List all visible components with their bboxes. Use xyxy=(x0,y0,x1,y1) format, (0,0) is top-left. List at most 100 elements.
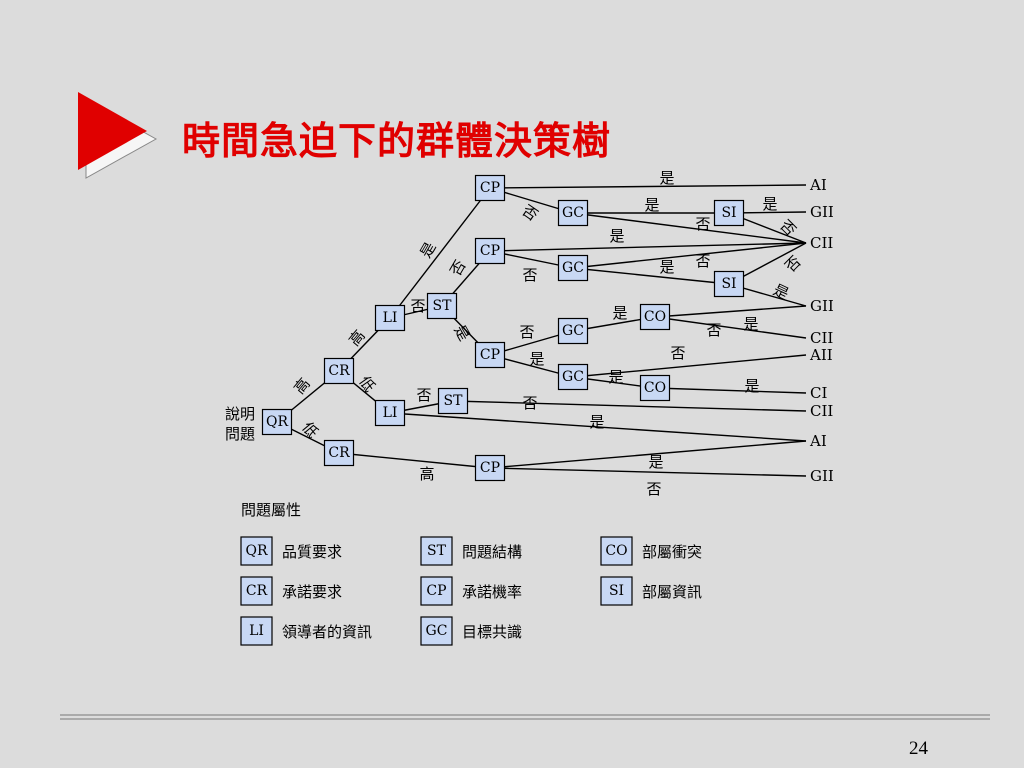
legend-code: CO xyxy=(605,543,627,559)
outcome-o5: CII xyxy=(810,329,833,347)
legend-desc: 目標共識 xyxy=(462,623,522,641)
node-box xyxy=(323,357,355,385)
node-box xyxy=(557,199,589,227)
node-co2: CO xyxy=(639,374,671,402)
edge-label-gc1_si1: 是 xyxy=(644,196,659,214)
legend-box xyxy=(600,576,633,606)
legend-heading: 問題屬性 xyxy=(241,501,301,519)
node-label: ST xyxy=(444,393,464,409)
node-box xyxy=(713,270,745,298)
legend-desc: 問題結構 xyxy=(462,543,522,561)
edge-label-st2_cii: 否 xyxy=(522,394,537,412)
node-box xyxy=(374,399,406,427)
node-box xyxy=(474,237,506,265)
node-cp3: CP xyxy=(474,341,506,369)
node-cp2: CP xyxy=(474,237,506,265)
node-label: SI xyxy=(721,276,736,292)
node-label: CP xyxy=(480,347,500,363)
node-label: CP xyxy=(480,243,500,259)
legend-desc: 承諾機率 xyxy=(462,583,522,601)
edge-cp1_ai xyxy=(489,184,807,189)
edge-gc4_aii xyxy=(572,354,807,378)
legend-desc: 部屬衝突 xyxy=(642,543,702,561)
node-box xyxy=(557,254,589,282)
edge-cp4_gii xyxy=(489,467,807,477)
node-si1: SI xyxy=(713,199,745,227)
node-gc2: GC xyxy=(557,254,589,282)
node-box xyxy=(261,408,293,436)
legend-desc: 品質要求 xyxy=(282,543,342,561)
outcome-o1: AI xyxy=(809,176,827,194)
decision-tree: 高低高低否是否是否是否是否是否是否是否是否是否否是是是否是是否高是否QRCRCR… xyxy=(225,169,834,498)
edge-cr2_cp4 xyxy=(338,452,491,469)
edge-st2_cii xyxy=(452,400,807,412)
node-label: GC xyxy=(562,369,584,385)
node-cp1: CP xyxy=(474,174,506,202)
node-st2: ST xyxy=(437,387,469,415)
node-box xyxy=(474,174,506,202)
root-caption-line2: 問題 xyxy=(225,425,255,443)
edge-label-gc1_cii: 否 xyxy=(695,215,710,233)
edge-label-gc4_aii: 否 xyxy=(670,344,685,362)
legend-code: ST xyxy=(427,543,447,559)
node-gc1: GC xyxy=(557,199,589,227)
legend-item-co: CO 部屬衝突 xyxy=(600,536,702,566)
node-qr: QR xyxy=(261,408,293,436)
node-box xyxy=(557,363,589,391)
node-label: CR xyxy=(328,363,350,379)
legend-box xyxy=(240,576,273,606)
outcome-o8: CII xyxy=(810,402,833,420)
legend-item-qr: QR 品質要求 xyxy=(240,536,342,566)
edge-label-qr_cr2: 低 xyxy=(298,418,321,441)
page-number: 24 xyxy=(909,738,928,759)
legend-box xyxy=(600,536,633,566)
node-box xyxy=(426,292,458,320)
edge-label-si2_cii: 否 xyxy=(781,252,804,275)
node-label: CO xyxy=(644,380,666,396)
edge-label-li1_st1: 否 xyxy=(410,297,425,315)
outcome-o7: CI xyxy=(810,384,827,402)
edge-label-si1_cii: 否 xyxy=(776,216,799,239)
edge-co1_gii xyxy=(654,305,807,318)
edge-label-cr1_li1: 高 xyxy=(345,326,368,349)
edge-label-cp2_gc2: 否 xyxy=(522,266,537,284)
node-label: ST xyxy=(433,298,453,314)
page-title: 時間急迫下的群體決策樹 xyxy=(182,119,612,163)
legend-code: QR xyxy=(245,543,267,559)
title-bullet-icon xyxy=(78,92,158,179)
node-box xyxy=(437,387,469,415)
node-gc4: GC xyxy=(557,363,589,391)
node-label: SI xyxy=(721,205,736,221)
node-label: QR xyxy=(266,414,288,430)
outcome-o2: GII xyxy=(810,203,834,221)
node-cp4: CP xyxy=(474,454,506,482)
edge-label-cp4_ai: 是 xyxy=(648,453,663,471)
node-box xyxy=(323,439,355,467)
legend-desc: 領導者的資訊 xyxy=(282,623,372,641)
outcome-o6: AII xyxy=(809,346,833,364)
edge-label-cp3_gc4: 是 xyxy=(529,350,544,368)
edge-co2_ci xyxy=(654,387,807,394)
node-box xyxy=(374,304,406,332)
node-box xyxy=(713,199,745,227)
edge-label-gc4_co2: 是 xyxy=(608,368,623,386)
edge-cp2_cii xyxy=(489,242,807,252)
legend-box xyxy=(240,536,273,566)
edge-label-cr1_li2: 低 xyxy=(355,373,378,396)
edge-label-gc3_co1: 是 xyxy=(612,304,627,322)
node-label: CO xyxy=(644,309,666,325)
outcome-o4: GII xyxy=(810,297,834,315)
edge-label-si1_gii: 是 xyxy=(762,195,777,213)
legend-code: LI xyxy=(249,623,264,639)
node-box xyxy=(639,303,671,331)
node-box xyxy=(474,341,506,369)
legend-code: CR xyxy=(246,583,268,599)
edge-label-gc2_cii: 否 xyxy=(695,252,710,270)
node-box xyxy=(474,454,506,482)
edge-label-cp2_cii: 是 xyxy=(609,227,624,245)
